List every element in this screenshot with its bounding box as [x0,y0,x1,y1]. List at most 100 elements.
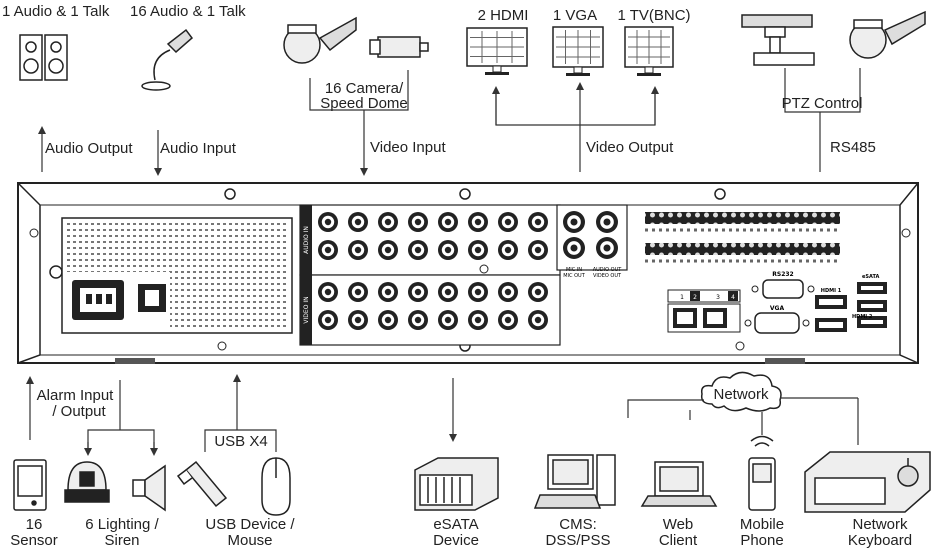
label-lighting-line2: Siren [104,532,139,549]
bnc-connector-icon [498,282,518,302]
bnc-connector-icon [438,310,458,330]
bnc-connector-icon [498,212,518,232]
screw-icon [459,188,471,200]
label-video-output: Video Output [586,139,674,156]
bnc-connector-icon [563,211,585,233]
panel-vga-label: VGA [770,305,785,312]
label-audio-output-device: 1 Audio & 1 Talk [2,3,110,20]
nvr-back-panel [17,182,919,364]
label-keyboard-line2: Keyboard [848,532,912,549]
label-vga: 1 VGA [553,7,597,24]
label-usb: USB X4 [214,433,267,450]
label-audio-input-device: 16 Audio & 1 Talk [130,3,246,20]
bnc-connector-icon [528,310,548,330]
mobile-phone-icon [748,435,776,511]
panel-esata-label: eSATA [862,274,879,280]
label-tv: 1 TV(BNC) [617,7,690,24]
label-network: Network [713,386,769,403]
speed-dome-camera-icon [283,16,357,64]
mouse-icon [261,457,291,516]
label-audio-output: Audio Output [45,140,133,157]
label-web-line2: Client [659,532,698,549]
bnc-connector-icon [318,240,338,260]
ground-screw-icon [49,265,63,279]
bnc-connector-icon [563,237,585,259]
bnc-connector-icon [408,310,428,330]
bnc-connector-icon [408,282,428,302]
label-rs485: RS485 [830,139,876,156]
bnc-connector-icon [468,310,488,330]
network-keyboard-icon [804,451,931,513]
label-cms-line2: DSS/PSS [545,532,610,549]
panel-mic-in-label: MIC IN [566,267,582,273]
bnc-connector-icon [378,240,398,260]
sensor-icon [13,459,47,511]
panel-rs232-label: RS232 [772,271,793,278]
label-audio-input: Audio Input [160,140,237,157]
label-alarm-line1: Alarm Input [37,387,115,404]
monitor-icon [466,27,528,75]
bnc-connector-icon [378,282,398,302]
network-cloud-icon [700,371,782,412]
bnc-connector-icon [596,237,618,259]
connection-lines [26,68,861,456]
panel-lan2-label: 2 [693,294,697,301]
label-ptz-control: PTZ Control [782,95,863,112]
label-camera-line1: 16 Camera/ [325,80,404,97]
power-supply [61,217,293,334]
panel-hdmi1-label: HDMI 1 [821,288,842,294]
label-mobile-line2: Phone [740,532,783,549]
label-sensor-line2: Sensor [10,532,58,549]
speaker-icon [19,34,68,81]
monitor-icon [624,26,674,76]
panel-video-in-label: VIDEO IN [303,296,310,323]
box-camera-icon [369,36,429,58]
label-usb-line2: Mouse [227,532,272,549]
panel-mic-out-label: MIC OUT [563,273,585,279]
bnc-connector-icon [378,310,398,330]
bnc-connector-icon [348,310,368,330]
label-usb-line1: USB Device / [205,516,295,533]
bnc-connector-icon [378,212,398,232]
bnc-connector-icon [498,310,518,330]
bnc-connector-icon [438,240,458,260]
ptz-speed-dome-icon [849,10,926,59]
laptop-icon [640,461,718,507]
bnc-connector-icon [408,240,428,260]
label-web-line1: Web [663,516,694,533]
bnc-connector-icon [468,212,488,232]
bnc-connector-icon [498,240,518,260]
hdmi-ports [815,295,847,332]
panel-lan4-label: 4 [731,294,735,301]
bnc-connector-icon [348,240,368,260]
label-cms-line1: CMS: [559,516,597,533]
bnc-connector-icon [468,240,488,260]
bnc-connector-icon [438,212,458,232]
bnc-connector-icon [348,282,368,302]
screw-icon [714,188,726,200]
bnc-connector-icon [318,310,338,330]
panel-lan3-label: 3 [716,294,720,301]
label-lighting-line1: 6 Lighting / [85,516,159,533]
bnc-connector-icon [318,282,338,302]
label-hdmi: 2 HDMI [478,7,529,24]
label-esata-line2: Device [433,532,479,549]
lan-ports [667,289,741,333]
esata-usb-ports [857,282,887,328]
bnc-connector-icon [528,282,548,302]
label-keyboard-line1: Network [852,516,908,533]
alarm-terminals [645,212,840,263]
bnc-connector-icon [528,212,548,232]
microphone-icon [141,28,194,91]
bnc-connector-icon [348,212,368,232]
vga-port [744,312,810,334]
bnc-section [299,204,628,346]
screw-icon [224,188,236,200]
panel-lan1-label: 1 [680,294,684,301]
bnc-connector-icon [318,212,338,232]
panel-hdmi2-label: HDMI 2 [852,314,873,320]
panel-audio-out-label: AUDIO OUT [593,267,623,273]
panel-audio-in-label: AUDIO IN [303,226,310,254]
label-sensor-line1: 16 [26,516,43,533]
